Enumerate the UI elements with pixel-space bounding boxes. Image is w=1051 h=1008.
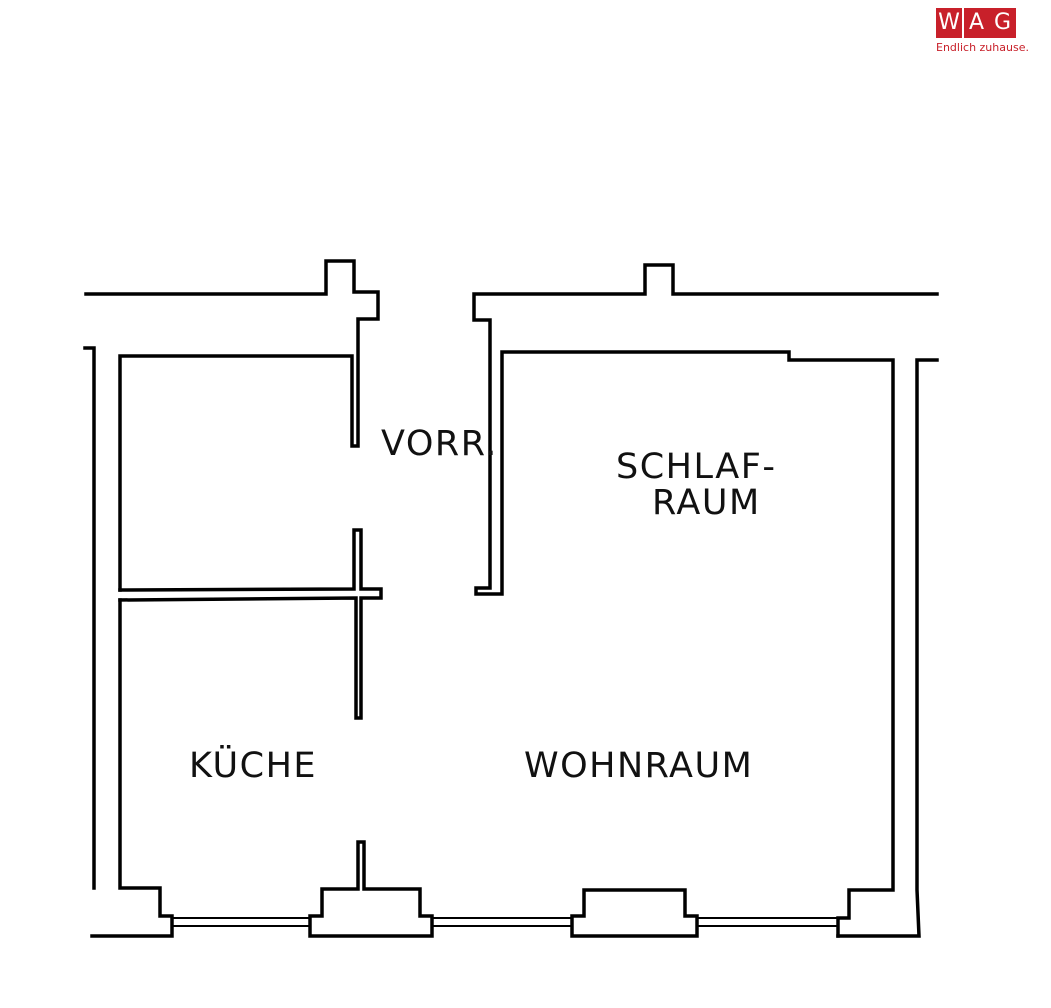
kitchen-left-wall [90, 598, 174, 938]
logo-letter-a: A [968, 10, 985, 35]
logo-letters-ag: A G [964, 8, 1016, 38]
bottom-wall-stub [308, 840, 434, 938]
kitchen-top-partition [118, 528, 383, 720]
label-vorraum: VORR. [381, 424, 498, 464]
wag-logo-mark: W A G [936, 8, 1046, 38]
right-outer-wall [836, 358, 939, 938]
label-wohnraum: WOHNRAUM [524, 746, 753, 786]
label-schlafraum-line2: RAUM [652, 483, 761, 523]
logo-slogan: Endlich zuhause. [936, 41, 1029, 54]
top-wall-left [84, 259, 380, 592]
bottom-pier [570, 888, 699, 938]
top-wall-right [472, 263, 939, 938]
label-kueche: KÜCHE [189, 744, 317, 786]
logo-letter-w: W [936, 8, 962, 38]
logo-letter-g: G [993, 10, 1012, 35]
wag-logo: W A G Endlich zuhause. [936, 8, 1046, 64]
label-schlafraum-line1: SCHLAF- [616, 447, 776, 487]
left-outer-wall [83, 346, 96, 890]
